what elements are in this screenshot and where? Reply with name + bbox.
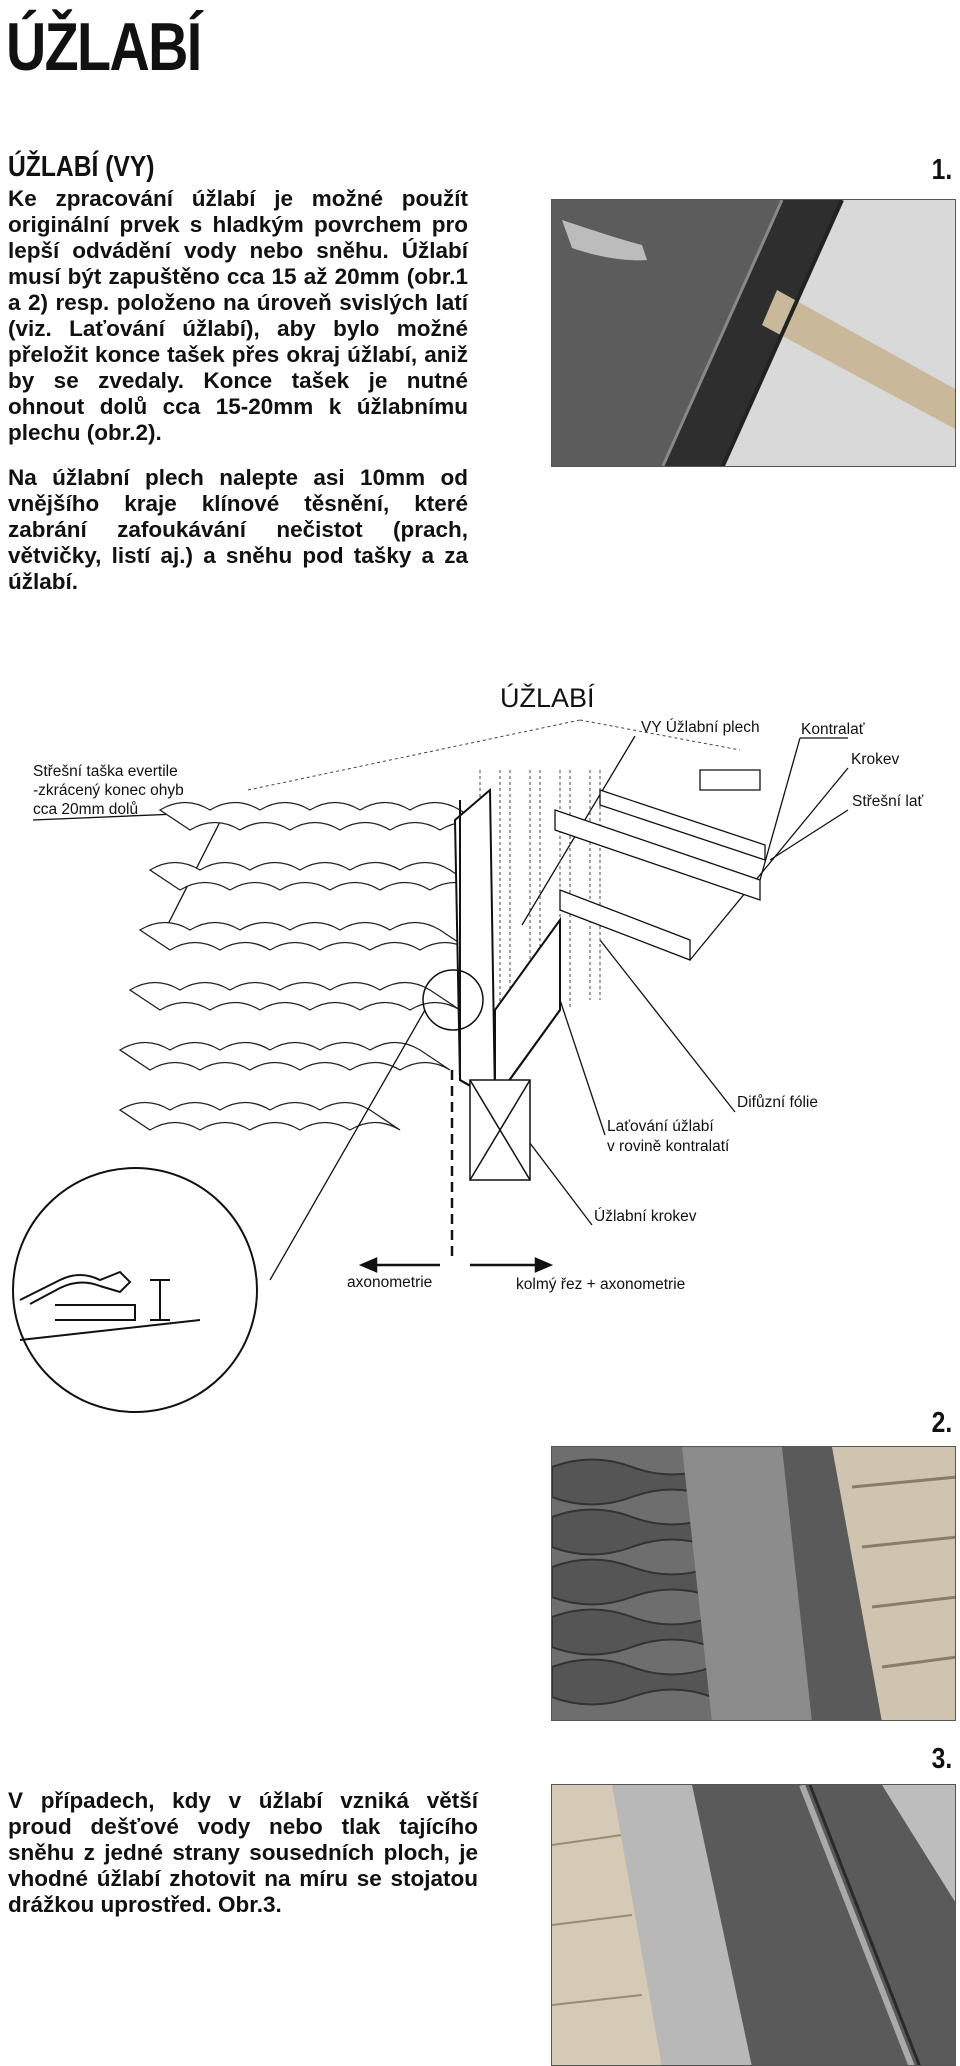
photo-valley-installation [551, 199, 956, 467]
paragraph-sealing: Na úžlabní plech nalepte asi 10mm od vně… [8, 465, 468, 594]
label-roof-batten: Střešní lať [852, 793, 923, 810]
page-title: ÚŽLABÍ [6, 9, 202, 85]
label-valley-battens-1: Laťování úžlabí [607, 1118, 714, 1135]
figure-1-number: 1. [931, 154, 952, 186]
label-rafter: Krokev [851, 751, 899, 768]
label-valley-rafter: Úžlabní krokev [594, 1208, 697, 1225]
section-heading: ÚŽLABÍ (VY) [8, 151, 155, 183]
label-valley-plate: VY Úžlabní plech [641, 719, 760, 736]
label-section-axonometry: kolmý řez + axonometrie [516, 1276, 685, 1293]
label-valley-battens-2: v rovině kontralatí [607, 1138, 730, 1155]
label-membrane: Difůzní fólie [737, 1094, 818, 1111]
photo-finished-valley [551, 1446, 956, 1721]
label-tile-1: Střešní taška evertile [33, 763, 178, 780]
label-tile-3: cca 20mm dolů [33, 801, 138, 818]
figure-2-number: 2. [931, 1407, 952, 1439]
label-tile-2: -zkrácený konec ohyb [33, 782, 184, 799]
label-axonometry: axonometrie [347, 1274, 432, 1291]
diagram-title: ÚŽLABÍ [500, 682, 595, 713]
label-counter-batten: Kontralať [801, 721, 865, 738]
photo-standing-seam-valley [551, 1784, 956, 2066]
figure-3-number: 3. [931, 1743, 952, 1775]
paragraph-standing-seam: V případech, kdy v úžlabí vzniká větší p… [8, 1788, 478, 1917]
valley-technical-diagram: ÚŽLABÍ VY Úžlabní plech Kontralať Krokev… [12, 682, 923, 1413]
paragraph-intro: Ke zpracování úžlabí je možné použít ori… [8, 186, 468, 445]
